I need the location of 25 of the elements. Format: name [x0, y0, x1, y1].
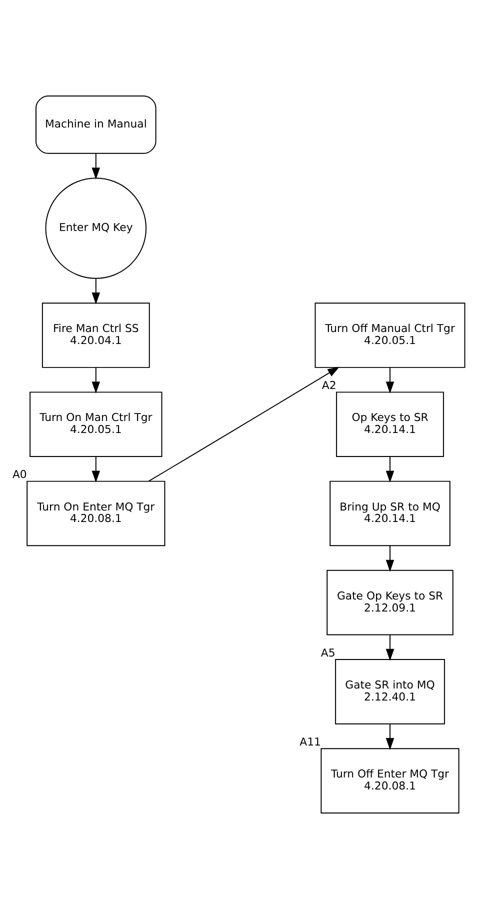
node-box: Op Keys to SR 4.20.14.1	[336, 391, 444, 457]
arrow	[386, 634, 394, 660]
node-box: Bring Up SR to MQ 4.20.14.1	[330, 480, 450, 546]
node-label: A0	[12, 468, 27, 481]
node-label: A5	[320, 646, 336, 659]
arrow	[92, 277, 100, 304]
node-box: Turn Off Enter MQ Tgr 4.20.08.1	[320, 748, 460, 814]
arrow	[386, 544, 394, 572]
node-box: Machine in Manual	[36, 94, 156, 154]
node-box: Turn On Enter MQ Tgr 4.20.08.1	[26, 480, 166, 546]
node-box: Turn On Man Ctrl Tgr 4.20.05.1	[30, 391, 162, 457]
arrow	[92, 456, 100, 482]
arrow	[386, 366, 394, 393]
node-box: Turn Off Manual Ctrl Tgr 4.20.05.1	[314, 302, 466, 368]
arrow	[92, 152, 100, 180]
node-box: Fire Man Ctrl SS 4.20.04.1	[42, 302, 150, 368]
arrow	[92, 366, 100, 393]
arrow	[386, 456, 394, 482]
arrow	[386, 723, 394, 750]
node-box: Gate SR into MQ 2.12.40.1	[335, 658, 445, 724]
node-label: A2	[322, 378, 336, 392]
node-label: A11	[300, 735, 321, 748]
arrow	[148, 366, 340, 482]
node-box: Gate Op Keys to SR 2.12.09.1	[326, 569, 454, 635]
node-circle: Enter MQ Key	[45, 177, 147, 278]
